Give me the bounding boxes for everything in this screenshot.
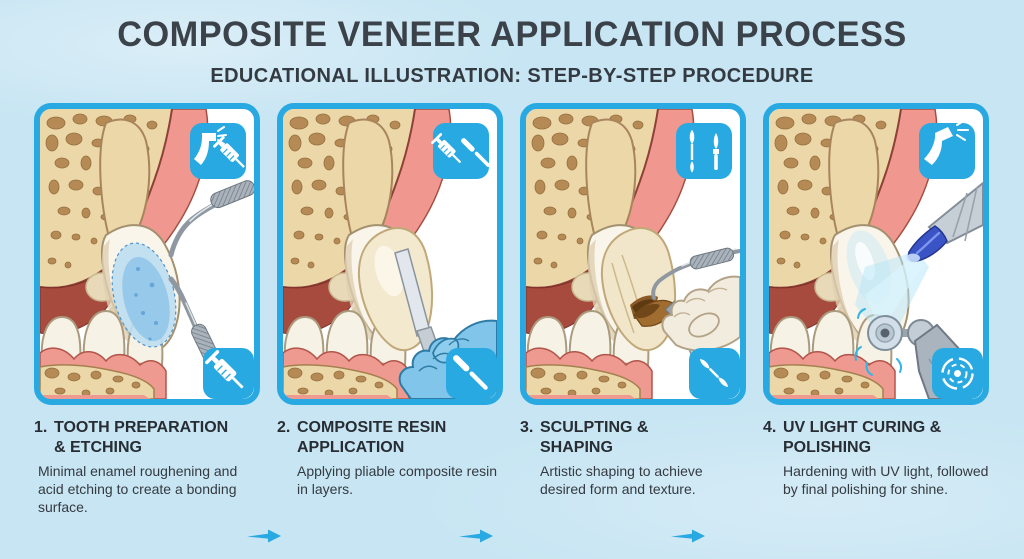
next-step-arrow	[247, 529, 281, 543]
step-3-illustration	[526, 109, 740, 399]
carver-tool	[651, 247, 740, 300]
uv-curing-wand	[906, 181, 983, 263]
step-1-panel	[34, 103, 260, 405]
step-2-illustration	[283, 109, 497, 399]
step-2-heading: 2. COMPOSITE RESIN APPLICATION	[277, 418, 503, 457]
shine-sparkles	[854, 308, 902, 376]
step-title: COMPOSITE RESIN APPLICATION	[297, 419, 447, 456]
header: COMPOSITE VENEER APPLICATION PROCESS EDU…	[0, 0, 1024, 88]
etching-syringe-icon	[203, 348, 254, 399]
step-number: 1.	[34, 419, 48, 436]
step-3-panel	[520, 103, 746, 405]
step-number: 2.	[277, 419, 291, 436]
polishing-disc-icon	[932, 348, 983, 399]
step-title: SCULPTING & SHAPING	[540, 419, 649, 456]
page-title: COMPOSITE VENEER APPLICATION PROCESS	[117, 15, 907, 54]
step-3-heading: 3. SCULPTING & SHAPING	[520, 418, 746, 457]
uv-curing-light-icon	[919, 119, 975, 179]
step-1-illustration	[40, 109, 254, 399]
scaler-tool-upper	[168, 180, 254, 258]
step-3: 3. SCULPTING & SHAPING Artistic shaping …	[520, 103, 746, 517]
step-3-description: Artistic shaping to achieve desired form…	[540, 463, 703, 497]
etched-enamel-patch	[111, 242, 177, 348]
page-subtitle: EDUCATIONAL ILLUSTRATION: STEP-BY-STEP P…	[210, 65, 814, 87]
step-title: TOOTH PREPARATION & ETCHING	[54, 419, 229, 456]
step-2-description: Applying pliable composite resin in laye…	[297, 463, 497, 497]
dental-drill-and-syringe-icon	[190, 123, 251, 179]
step-number: 4.	[763, 419, 777, 436]
double-ended-carver-icon	[689, 348, 740, 399]
step-4-heading: 4. UV LIGHT CURING & POLISHING	[763, 418, 989, 457]
next-step-arrow	[671, 529, 705, 543]
step-4-illustration	[769, 109, 983, 399]
step-1-description: Minimal enamel roughening and acid etchi…	[38, 463, 238, 515]
step-number: 3.	[520, 419, 534, 436]
step-1-heading: 1. TOOTH PREPARATION & ETCHING	[34, 418, 260, 457]
step-2: 2. COMPOSITE RESIN APPLICATION Applying …	[277, 103, 503, 517]
step-4-panel	[763, 103, 989, 405]
step-4-description: Hardening with UV light, followed by fin…	[783, 463, 989, 497]
step-2-panel	[277, 103, 503, 405]
step-4: 4. UV LIGHT CURING & POLISHING Hardening…	[763, 103, 989, 517]
syringe-and-spatula-icon	[430, 123, 492, 179]
white-gloved-hand	[661, 275, 740, 352]
step-title: UV LIGHT CURING & POLISHING	[783, 419, 942, 456]
carver-and-brush-icon	[676, 123, 732, 179]
steps-row: 1. TOOTH PREPARATION & ETCHING Minimal e…	[0, 103, 1024, 517]
composite-spatula-icon	[446, 348, 497, 399]
next-step-arrow	[459, 529, 493, 543]
step-1: 1. TOOTH PREPARATION & ETCHING Minimal e…	[34, 103, 260, 517]
